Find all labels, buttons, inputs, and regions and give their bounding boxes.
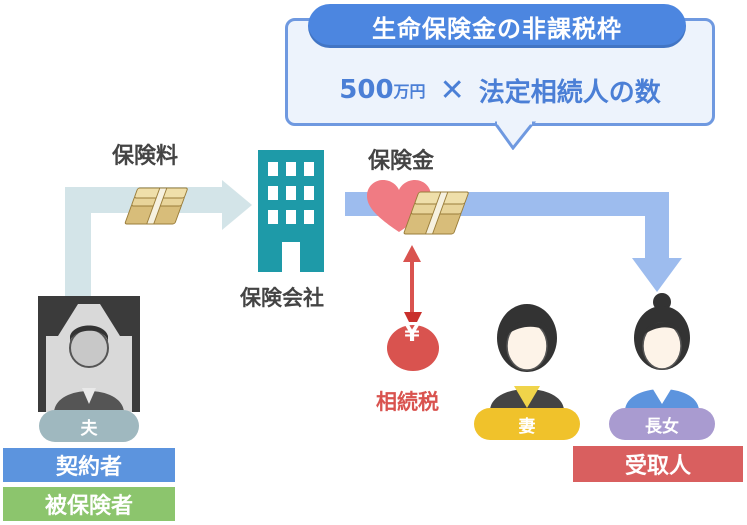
heart-money-icon bbox=[367, 180, 469, 235]
tax-arrowhead bbox=[403, 245, 421, 262]
money-bundle-icon bbox=[124, 187, 188, 225]
premium-arrowhead bbox=[222, 180, 252, 230]
insured-band: 被保険者 bbox=[3, 487, 175, 521]
wife-name-pill: 妻 bbox=[474, 408, 580, 440]
callout-tail bbox=[495, 120, 537, 150]
inheritance-tax-label: 相続税 bbox=[376, 390, 439, 414]
formula-times: ✕ bbox=[439, 72, 465, 108]
insurer-label: 保険会社 bbox=[240, 286, 324, 310]
wife-person-icon bbox=[490, 304, 564, 410]
husband-portrait bbox=[38, 296, 140, 412]
building-icon bbox=[258, 150, 324, 272]
yen-bag-icon bbox=[387, 312, 439, 371]
payout-label: 保険金 bbox=[368, 149, 435, 174]
husband-name-pill: 夫 bbox=[39, 410, 139, 442]
person-icon bbox=[54, 325, 124, 412]
formula-amount: 500 bbox=[339, 75, 394, 105]
payout-arrowhead bbox=[632, 258, 682, 292]
recipient-band: 受取人 bbox=[573, 446, 743, 482]
callout-title: 生命保険金の非課税枠 bbox=[308, 4, 686, 48]
money-bundle-icon bbox=[403, 191, 469, 235]
daughter-name-pill: 長女 bbox=[609, 408, 715, 440]
contractor-band: 契約者 bbox=[3, 448, 175, 482]
premium-label: 保険料 bbox=[112, 144, 179, 169]
yen-symbol: ¥ bbox=[404, 322, 420, 347]
formula-unit: 万円 bbox=[393, 82, 426, 101]
exemption-formula: 500 万円 ✕ 法定相続人の数 bbox=[300, 70, 700, 110]
formula-factor: 法定相続人の数 bbox=[478, 77, 661, 108]
daughter-person-icon bbox=[625, 293, 699, 410]
